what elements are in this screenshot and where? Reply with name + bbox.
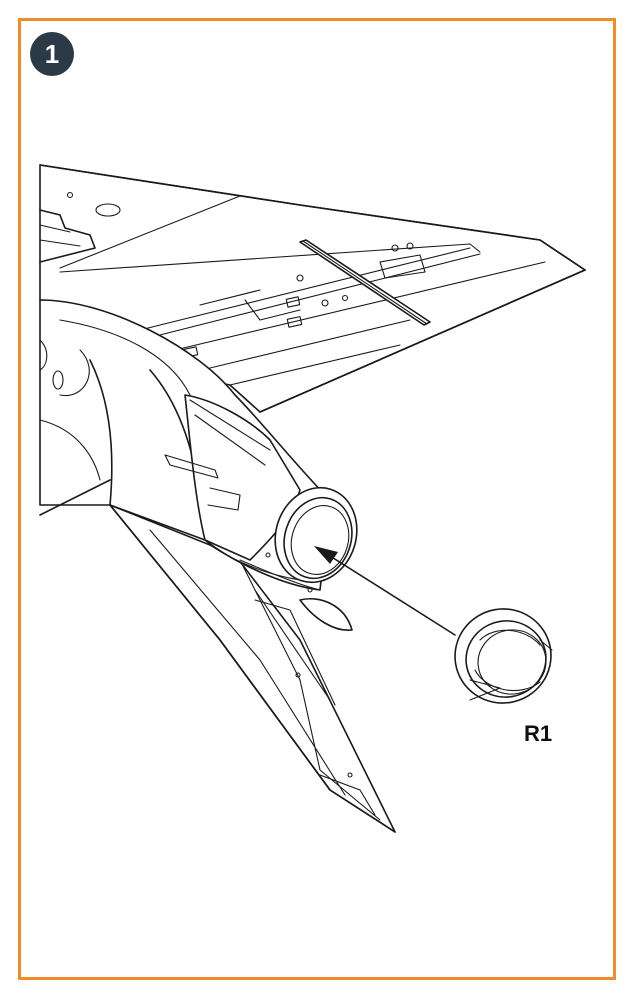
exhaust-nozzle: [265, 486, 358, 593]
part-r1: [454, 608, 553, 704]
insertion-arrow: [314, 546, 456, 636]
fuselage: [39, 299, 331, 591]
tail-fairing: [299, 598, 353, 631]
wing-fence: [299, 239, 431, 326]
step-number-badge: 1: [30, 32, 74, 76]
part-label-r1: R1: [524, 721, 553, 746]
